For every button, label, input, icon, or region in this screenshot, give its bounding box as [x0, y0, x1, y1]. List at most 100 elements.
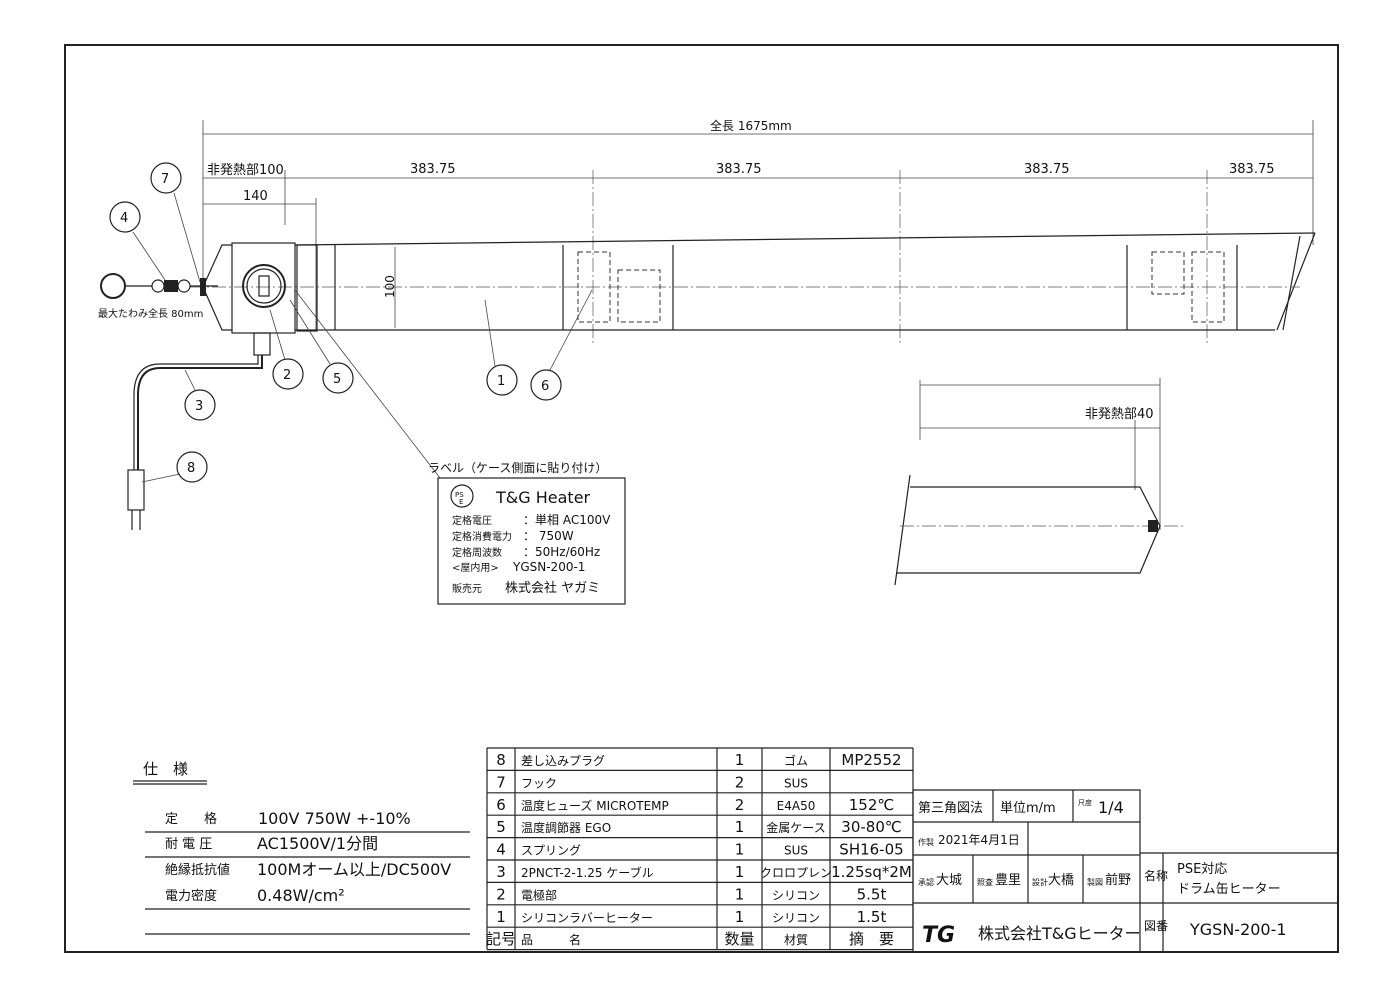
svg-text:単位m/m: 単位m/m	[1000, 800, 1056, 816]
parts-cell: 摘 要	[849, 930, 894, 948]
svg-text:PS: PS	[455, 491, 464, 499]
hook-spring: 最大たわみ全長 80mm	[98, 273, 218, 320]
non-heating-100-label: 非発熱部100	[207, 163, 284, 178]
balloon-7: 7	[150, 162, 182, 194]
label-caption: ラベル（ケース側面に貼り付け）	[428, 460, 607, 475]
svg-text:前野: 前野	[1105, 872, 1131, 888]
parts-cell: 記号	[486, 930, 516, 948]
parts-cell: SH16-05	[839, 841, 903, 859]
svg-text:：50Hz/60Hz: ：50Hz/60Hz	[523, 545, 600, 559]
segment-label: 383.75	[410, 162, 456, 177]
drawing-border	[64, 44, 1339, 953]
svg-text:定格電圧: 定格電圧	[452, 514, 492, 527]
parts-cell: 材質	[784, 932, 808, 947]
svg-text:YGSN-200-1: YGSN-200-1	[512, 560, 585, 574]
svg-text:AC1500V/1分間: AC1500V/1分間	[257, 834, 378, 853]
parts-cell: シリコンラバーヒーター	[521, 911, 653, 925]
parts-cell: 1	[735, 885, 745, 903]
svg-text:：単相 AC100V: ：単相 AC100V	[523, 513, 611, 527]
segment-label: 383.75	[1024, 162, 1070, 177]
parts-cell: SUS	[784, 844, 808, 858]
parts-cell: フック	[521, 776, 557, 790]
svg-text:絶縁抵抗値: 絶縁抵抗値	[165, 862, 230, 878]
svg-text:販売元: 販売元	[452, 582, 482, 595]
parts-cell: E4A50	[777, 799, 816, 813]
svg-text:名称: 名称	[1144, 868, 1168, 883]
title-block: 第三角図法 単位m/m 尺度 1/4 作製 2021年4月1日 承認大城 照査豊…	[912, 789, 1338, 952]
parts-cell: 1	[735, 841, 745, 859]
svg-text:製図: 製図	[1087, 877, 1103, 887]
svg-text:6: 6	[541, 379, 549, 394]
parts-cell: 2	[735, 796, 745, 814]
svg-text:電力密度: 電力密度	[165, 888, 217, 904]
balloon-1: 1	[486, 364, 518, 396]
svg-text:大橋: 大橋	[1048, 873, 1074, 888]
parts-cell: 1	[735, 751, 745, 769]
svg-text:<屋内用>: <屋内用>	[452, 561, 499, 574]
non-heating-40-label: 非発熱部40	[1085, 407, 1154, 422]
svg-text:E: E	[459, 498, 463, 506]
svg-text:承認: 承認	[918, 877, 934, 887]
parts-cell: シリコン	[772, 911, 820, 925]
svg-text:尺度: 尺度	[1078, 798, 1092, 807]
balloons: 7 4 2 5 1 6 3 8	[109, 162, 593, 483]
max-deflection-label: 最大たわみ全長 80mm	[98, 307, 203, 320]
parts-cell: 1	[735, 818, 745, 836]
balloon-2: 2	[272, 358, 304, 390]
svg-text:1/4: 1/4	[1098, 798, 1124, 817]
parts-cell: 数量	[724, 930, 754, 948]
balloon-4: 4	[109, 201, 141, 233]
parts-cell: 温度ヒューズ MICROTEMP	[521, 798, 669, 813]
parts-cell: 電極部	[521, 887, 557, 902]
parts-cell: 1.25sq*2M	[831, 863, 912, 881]
svg-text:株式会社 ヤガミ: 株式会社 ヤガミ	[505, 580, 600, 596]
svg-text:0.48W/cm²: 0.48W/cm²	[257, 886, 345, 905]
segment-dimensions: 非発熱部100 383.75 383.75 383.75 383.75 140	[203, 162, 1313, 345]
svg-text:第三角図法: 第三角図法	[918, 801, 983, 816]
parts-cell: 4	[496, 841, 506, 859]
svg-text:YGSN-200-1: YGSN-200-1	[1189, 920, 1287, 939]
svg-text:照査: 照査	[977, 877, 993, 887]
parts-cell: 1	[735, 908, 745, 926]
overall-dimension: 全長 1675mm	[202, 118, 1314, 290]
svg-text:定格消費電力: 定格消費電力	[452, 530, 512, 543]
balloon-6: 6	[530, 369, 562, 401]
pse-mark-icon	[450, 484, 474, 508]
parts-cell: SUS	[784, 776, 808, 790]
svg-text:2: 2	[283, 368, 291, 383]
balloon-8: 8	[176, 451, 208, 483]
parts-cell: 1	[735, 863, 745, 881]
balloon-5: 5	[322, 362, 354, 394]
svg-text:株式会社T&Gヒーター: 株式会社T&Gヒーター	[978, 924, 1141, 943]
parts-cell: 5.5t	[857, 885, 887, 903]
parts-cell: 金属ケース	[766, 820, 825, 835]
svg-text:定 格: 定 格	[165, 811, 217, 827]
overall-length-label: 全長 1675mm	[710, 118, 792, 133]
svg-text:100Mオーム以上/DC500V: 100Mオーム以上/DC500V	[257, 860, 451, 879]
parts-cell: 2PNCT-2-1.25 ケーブル	[521, 865, 654, 880]
detail-view: 非発熱部40	[894, 378, 1185, 586]
svg-text:100V 750W +-10%: 100V 750W +-10%	[258, 809, 411, 828]
cable-plug	[127, 355, 263, 530]
svg-text:： 750W: ： 750W	[523, 529, 574, 543]
parts-cell: 7	[496, 773, 506, 791]
label-brand: T&G Heater	[495, 488, 591, 507]
parts-cell: 3	[496, 863, 506, 881]
parts-cell: 2	[735, 773, 745, 791]
svg-text:8: 8	[187, 461, 195, 476]
product-label: ラベル（ケース側面に貼り付け） PS E T&G Heater 定格電圧 ：単相 …	[428, 460, 626, 605]
parts-cell: クロロプレン	[760, 866, 832, 880]
svg-text:定格周波数: 定格周波数	[452, 546, 502, 559]
parts-cell: ゴム	[784, 753, 808, 768]
balloon-3: 3	[184, 389, 216, 421]
parts-cell: 5	[496, 818, 506, 836]
box-length-label: 140	[243, 189, 268, 204]
company-logo: TG	[922, 923, 955, 948]
parts-cell: 8	[496, 751, 506, 769]
svg-text:4: 4	[120, 211, 128, 226]
parts-cell: 1	[496, 908, 506, 926]
svg-text:設計: 設計	[1032, 877, 1048, 887]
svg-text:5: 5	[333, 372, 341, 387]
